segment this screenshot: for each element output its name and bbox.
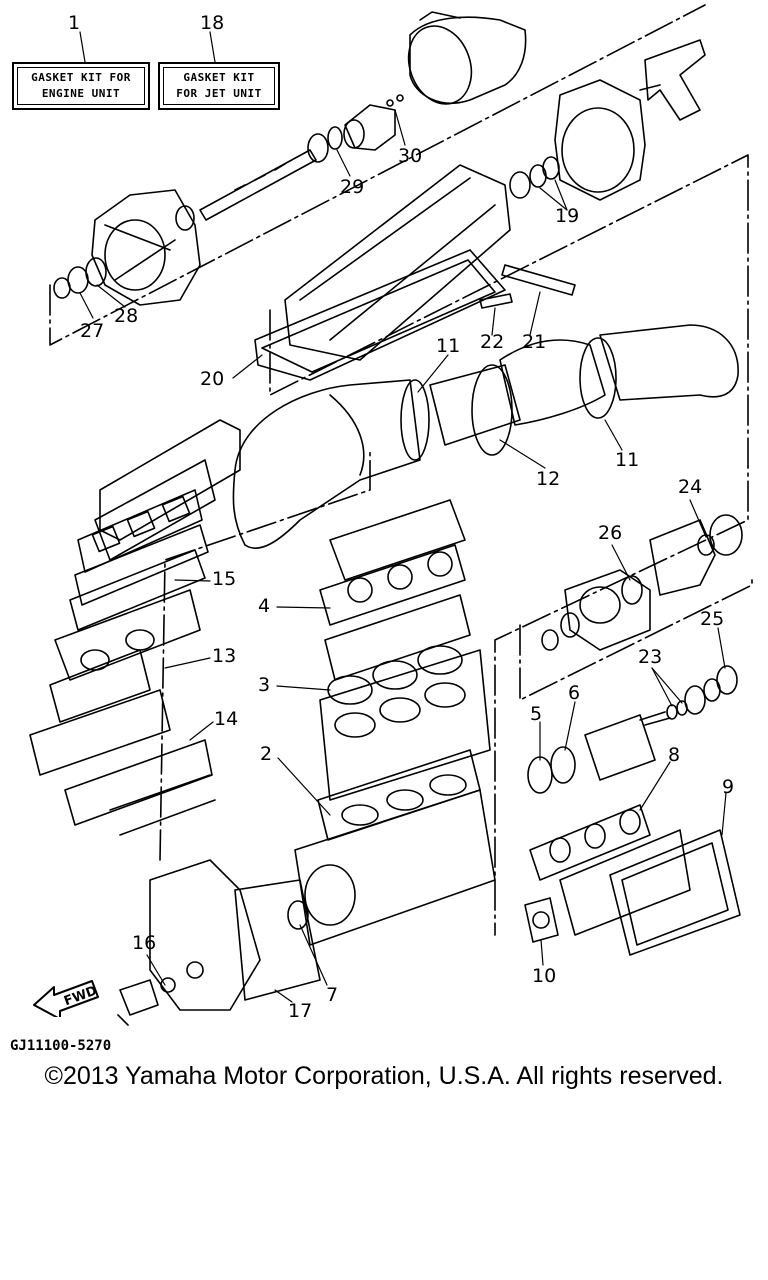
callout-29: 29 <box>340 176 365 198</box>
shaft-bearing <box>307 133 329 163</box>
copyright-notice: ©2013 Yamaha Motor Corporation, U.S.A. A… <box>44 1062 724 1090</box>
seal-26 <box>621 575 643 605</box>
gasket-12 <box>471 364 513 456</box>
callout-13: 13 <box>212 645 237 667</box>
callout-7: 7 <box>326 984 339 1006</box>
strip-22 <box>479 293 513 309</box>
callout-4: 4 <box>258 595 271 617</box>
base-gasket-2 <box>317 749 481 841</box>
o-ring-29 <box>327 126 343 150</box>
water-pump-16 <box>117 977 176 1026</box>
callout-9: 9 <box>722 776 735 798</box>
oil-seal-28 <box>85 257 107 287</box>
seal-6 <box>550 746 576 784</box>
drive-shaft <box>199 149 317 221</box>
gasket-kit-engine-unit-box: GASKET KIT FOR ENGINE UNIT <box>12 62 150 110</box>
callout-30: 30 <box>398 145 423 167</box>
nozzle <box>343 104 396 151</box>
gasket-kit-jet-unit-box: GASKET KIT FOR JET UNIT <box>158 62 280 110</box>
jet-housing <box>554 79 646 201</box>
cylinder-head <box>319 499 471 681</box>
intake-housing <box>407 11 527 105</box>
forward-arrow-icon: FWD <box>33 980 99 1017</box>
bearing-housing <box>564 514 743 651</box>
exhaust-pipe <box>232 324 739 549</box>
intake-duct <box>254 164 511 381</box>
cover-gasket-17 <box>234 879 321 1001</box>
callout-11a: 11 <box>436 335 461 357</box>
seal-5 <box>527 756 553 794</box>
callout-5: 5 <box>530 703 543 725</box>
exhaust-manifold <box>559 829 691 936</box>
callout-26: 26 <box>598 522 623 544</box>
cover-gasket-9 <box>609 829 741 956</box>
reed-valve-14 <box>29 689 216 836</box>
intake-gasket-15 <box>69 489 209 631</box>
kit-jet-line2: FOR JET UNIT <box>176 87 262 100</box>
callout-17: 17 <box>288 1000 313 1022</box>
callout-3: 3 <box>258 674 271 696</box>
head-gasket-4 <box>319 544 466 626</box>
bearing-25 <box>716 665 738 695</box>
drawing-code: GJ11100-5270 <box>10 1038 112 1054</box>
callout-2: 2 <box>260 743 273 765</box>
gasket-11b <box>579 337 617 419</box>
callout-16: 16 <box>132 932 157 954</box>
gasket-10 <box>524 897 559 943</box>
gasket-20 <box>254 249 506 381</box>
callout-19: 19 <box>555 205 580 227</box>
jet-unit-frame <box>49 4 753 936</box>
callout-24: 24 <box>678 476 703 498</box>
o-ring-30 <box>386 99 394 107</box>
callout-15: 15 <box>212 568 237 590</box>
water-box <box>94 419 241 561</box>
flywheel-cover <box>149 859 321 1011</box>
coupling-assy <box>527 711 671 794</box>
oil-seal-27 <box>67 266 89 294</box>
impeller <box>639 39 706 121</box>
gasket-11a <box>400 379 430 461</box>
callout-25: 25 <box>700 608 725 630</box>
crankcase <box>287 789 496 946</box>
strip-21 <box>501 264 576 296</box>
cylinder-block <box>319 649 491 801</box>
callout-10: 10 <box>532 965 557 987</box>
coupler-housing <box>91 189 201 306</box>
oil-seal-7 <box>287 900 309 930</box>
callout-12: 12 <box>536 468 561 490</box>
bearing-23-25 <box>666 665 738 720</box>
callout-14: 14 <box>214 708 239 730</box>
callout-1: 1 <box>68 12 81 34</box>
exploded-parts-diagram <box>29 4 753 1026</box>
callout-22: 22 <box>480 331 505 353</box>
callout-18: 18 <box>200 12 225 34</box>
kit-engine-line1: GASKET KIT FOR <box>31 71 131 84</box>
kit-jet-line1: GASKET KIT <box>183 71 255 84</box>
o-ring-24 <box>697 534 715 556</box>
exhaust-gasket-8 <box>529 804 651 881</box>
manifold-13 <box>49 589 201 723</box>
callout-20: 20 <box>200 368 225 390</box>
bearing-19c <box>542 156 560 180</box>
bearing-19a <box>509 171 531 199</box>
callout-6: 6 <box>568 682 581 704</box>
callout-11b: 11 <box>615 449 640 471</box>
callout-27: 27 <box>80 320 105 342</box>
callout-28: 28 <box>114 305 139 327</box>
callout-8: 8 <box>668 744 681 766</box>
callout-23: 23 <box>638 646 663 668</box>
callout-21: 21 <box>522 331 547 353</box>
kit-engine-line2: ENGINE UNIT <box>41 87 121 100</box>
leader-lines <box>79 31 727 1003</box>
